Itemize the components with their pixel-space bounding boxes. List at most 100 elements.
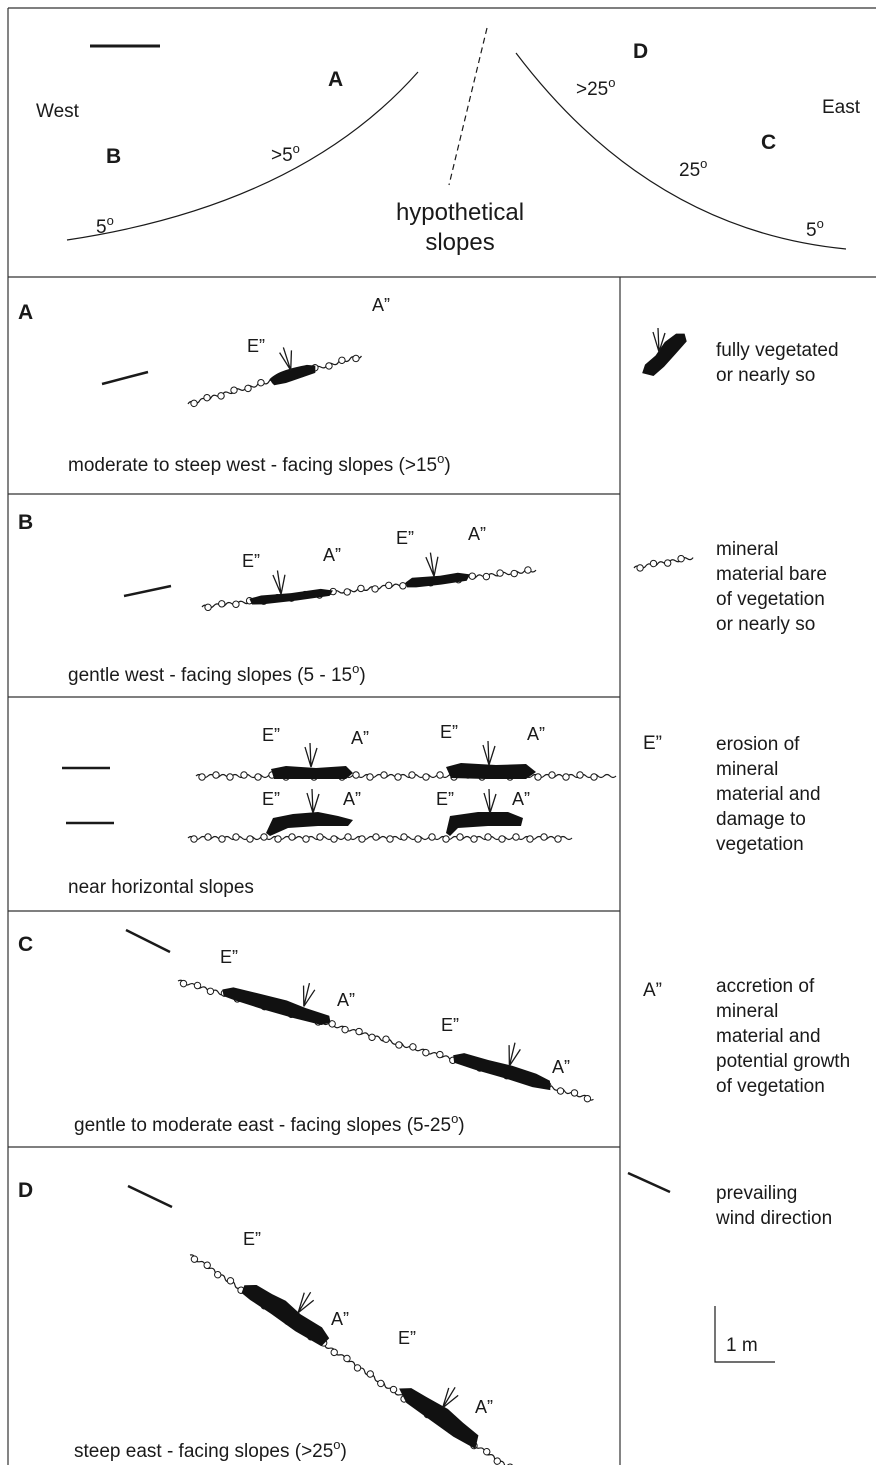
pebble: [510, 569, 518, 578]
slope-profile: [189, 1254, 520, 1465]
wind-direction-icon: [123, 584, 172, 598]
pebble: [343, 1354, 351, 1363]
pebble: [498, 835, 506, 843]
pebble: [590, 773, 598, 781]
pebble: [428, 833, 436, 841]
pebble: [399, 582, 407, 590]
pebble: [218, 835, 226, 843]
angle-east-low: 5o: [806, 216, 824, 241]
pebble: [436, 771, 444, 779]
pebble: [512, 833, 520, 841]
pebble: [386, 835, 394, 843]
pebble: [328, 1020, 336, 1028]
pebble: [556, 1087, 565, 1095]
slope-profile: [201, 551, 537, 612]
pebble: [214, 1270, 222, 1279]
pebble: [470, 835, 478, 843]
angle-east-mid: 25o: [679, 156, 707, 181]
pebble: [482, 572, 491, 581]
pebble: [353, 1364, 362, 1372]
erosion-marker: E”: [220, 947, 238, 967]
legend-wind-icon: [627, 1171, 671, 1194]
legend-erosion-line-4: damage to: [716, 809, 806, 830]
legend-erosion-line-1: erosion of: [716, 734, 800, 755]
pebble: [436, 1050, 444, 1059]
pebble: [246, 835, 254, 843]
legend-erosion-line-5: vegetation: [716, 834, 804, 855]
wind-direction-icon: [101, 370, 149, 386]
pebble: [548, 771, 556, 779]
pebble: [554, 835, 562, 843]
slope-label-D: D: [633, 40, 648, 63]
wind-direction-icon: [127, 1184, 173, 1209]
ground-line: [195, 773, 617, 779]
grass-icon: [483, 788, 497, 814]
grass-icon: [271, 569, 288, 596]
slope-label-C: C: [761, 131, 776, 154]
legend-vegetated-line-1: fully vegetated: [716, 340, 839, 361]
pebble: [442, 835, 450, 843]
pebble: [422, 1048, 430, 1057]
vegetation-patch: [446, 812, 523, 836]
pebble: [385, 581, 393, 590]
pebble: [226, 773, 234, 781]
grass-icon: [306, 788, 320, 814]
pebble: [232, 600, 240, 608]
legend-wind-line-2: wind direction: [715, 1208, 832, 1229]
hypothetical-label-2: slopes: [425, 229, 494, 256]
pebble: [371, 585, 379, 593]
pebble: [244, 384, 252, 393]
pebble: [232, 833, 240, 841]
grass-icon: [424, 551, 441, 578]
legend-accretion-line-3: material and: [716, 1026, 821, 1047]
scale-label: 1 m: [726, 1335, 758, 1356]
legend-vegetated-icon: [642, 333, 687, 376]
pebble: [240, 771, 248, 779]
pebble: [663, 559, 672, 567]
panel-caption: steep east - facing slopes (>25o): [74, 1437, 347, 1462]
panel-caption: near horizontal slopes: [68, 877, 254, 898]
accretion-marker: A”: [323, 545, 341, 565]
pebble: [366, 773, 374, 781]
pebble: [395, 1041, 403, 1049]
pebble: [534, 773, 542, 781]
pebble: [206, 987, 215, 995]
erosion-marker: E”: [243, 1229, 261, 1249]
erosion-marker: E”: [396, 528, 414, 548]
pebble: [260, 833, 268, 841]
pebble: [212, 771, 220, 779]
erosion-marker: E”: [441, 1015, 459, 1035]
legend-mineral-line-3: of vegetation: [716, 589, 825, 610]
pebble: [204, 833, 212, 841]
slope-label-A: A: [328, 68, 343, 91]
pebble: [325, 362, 333, 370]
pebble: [217, 392, 225, 400]
legend-mineral-icon: [633, 554, 694, 572]
grass-icon: [297, 981, 317, 1009]
accretion-marker: A”: [343, 789, 361, 809]
legend-erosion-line-2: mineral: [716, 759, 778, 780]
vegetation-patch: [269, 364, 316, 386]
pebble: [274, 835, 282, 843]
accretion-marker: A”: [475, 1397, 493, 1417]
accretion-marker: A”: [351, 728, 369, 748]
vegetation-patch: [446, 763, 536, 779]
legend-accretion-line-5: of vegetation: [716, 1076, 825, 1097]
accretion-marker: A”: [468, 524, 486, 544]
erosion-marker: E”: [262, 789, 280, 809]
pebble: [576, 771, 584, 779]
legend-erosion-symbol: E”: [643, 733, 662, 754]
panel-caption: moderate to steep west - facing slopes (…: [68, 451, 451, 476]
legend-accretion-line-1: accretion of: [716, 976, 815, 997]
east-slope-curve: [515, 52, 847, 250]
pebble: [204, 603, 212, 612]
grass-icon: [482, 740, 496, 766]
grass-icon: [502, 1040, 523, 1069]
pebble: [366, 1370, 374, 1378]
slope-profile: [177, 979, 594, 1103]
pebble: [382, 1035, 390, 1043]
pebble: [190, 1255, 199, 1263]
west-label: West: [36, 101, 80, 122]
slope-label-B: B: [106, 145, 121, 168]
pebble: [677, 554, 685, 563]
